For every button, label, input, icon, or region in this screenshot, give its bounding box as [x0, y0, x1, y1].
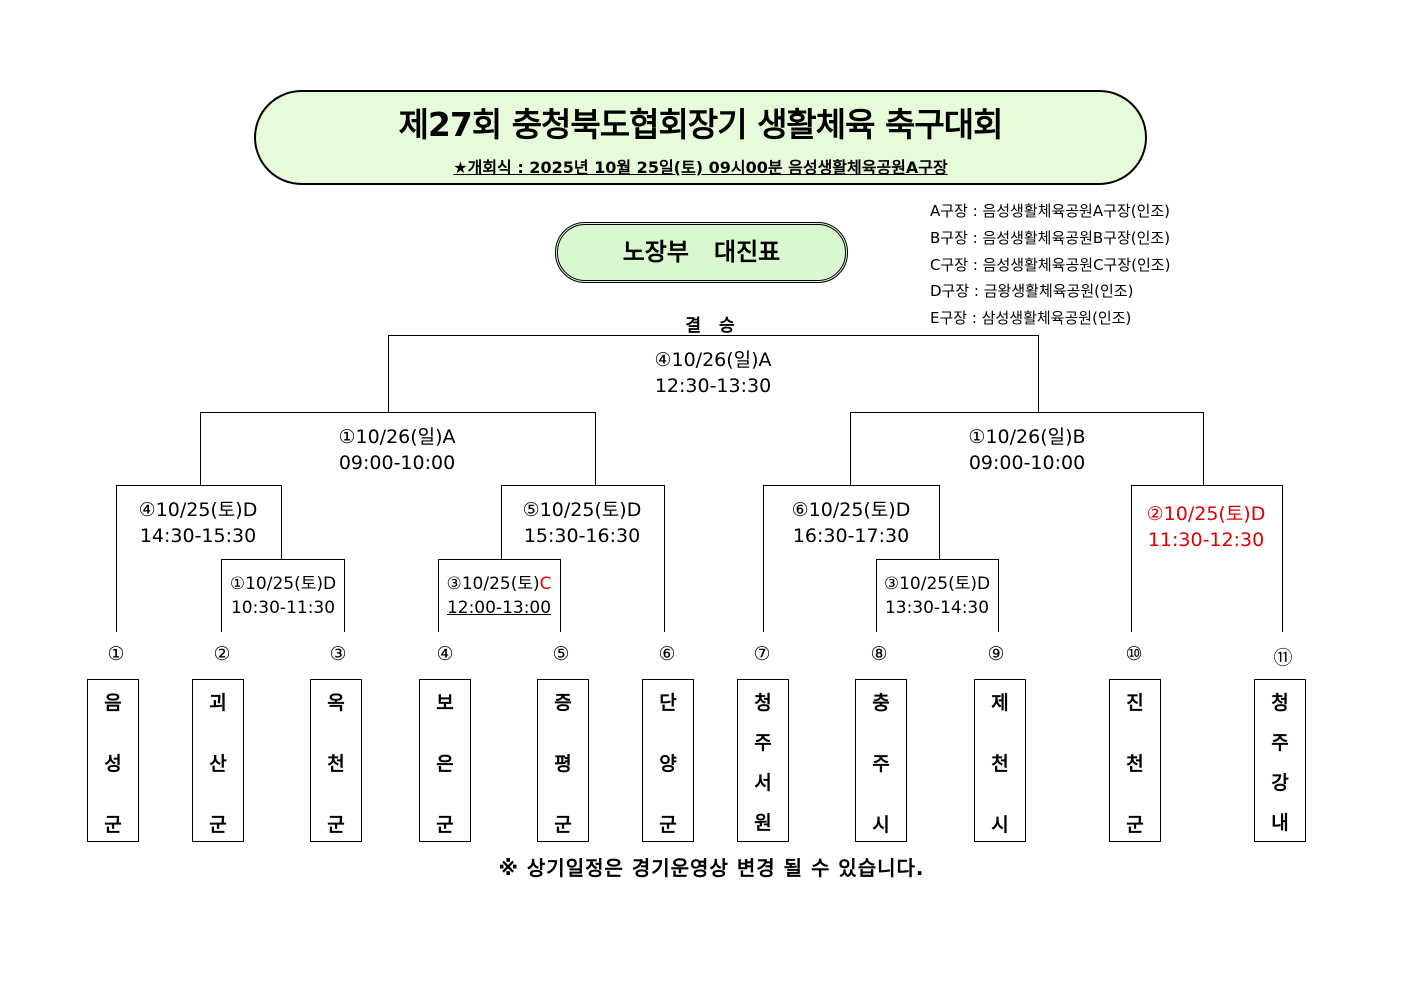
bracket-line-final — [388, 335, 1039, 412]
seed-number: ③ — [329, 643, 347, 665]
venue-item: D구장 : 금왕생활체육공원(인조) — [930, 282, 1134, 301]
seed-number: ⑤ — [552, 643, 570, 665]
venue-item: A구장 : 음성생활체육공원A구장(인조) — [930, 202, 1171, 220]
bracket-line-r1-8-9 — [876, 559, 999, 632]
venue-legend: A구장 : 음성생활체육공원A구장(인조) B구장 : 음성생활체육공원B구장(… — [930, 198, 1170, 332]
seed-number: ⑥ — [658, 643, 676, 665]
seed-number: ⑦ — [753, 643, 771, 665]
venue-item: B구장 : 음성생활체육공원B구장(인조) — [930, 228, 1171, 247]
division-title: 노장부 대진표 — [555, 222, 848, 283]
bracket-line-semi-right — [850, 412, 1204, 485]
seed-number: ④ — [436, 643, 454, 665]
bracket-line-r1-4-5 — [438, 559, 561, 632]
venue-item: E구장 : 삼성생활체육공원(인조) — [930, 309, 1132, 328]
schedule-notice: ※ 상기일정은 경기운영상 변경 될 수 있습니다. — [498, 856, 925, 880]
seed-number: ① — [107, 643, 125, 665]
seed-number: ⑩ — [1125, 643, 1143, 665]
bracket-line-qf4 — [1131, 485, 1283, 632]
seed-number: ⑨ — [987, 643, 1005, 665]
seed-number: ⑧ — [870, 643, 888, 665]
bracket-line-semi-left — [200, 412, 596, 485]
seed-number: ② — [213, 643, 231, 665]
title-banner — [254, 90, 1147, 185]
bracket-line-r1-2-3 — [221, 559, 345, 632]
bracket-line-qf2 — [501, 485, 665, 632]
page-title: 제27회 충청북도협회장기 생활체육 축구대회 — [398, 105, 1004, 144]
seed-number: ⑪ — [1273, 647, 1293, 669]
venue-item: C구장 : 음성생활체육공원C구장(인조) — [930, 255, 1171, 274]
bracket-line-qf3 — [763, 485, 940, 632]
final-label: 결 승 — [685, 316, 741, 336]
venue-change-highlight: C — [539, 574, 552, 594]
bracket-line-qf1 — [116, 485, 282, 632]
opening-ceremony: ★개회식 : 2025년 10월 25일(토) 09시00분 음성생활체육공원A… — [453, 158, 948, 177]
